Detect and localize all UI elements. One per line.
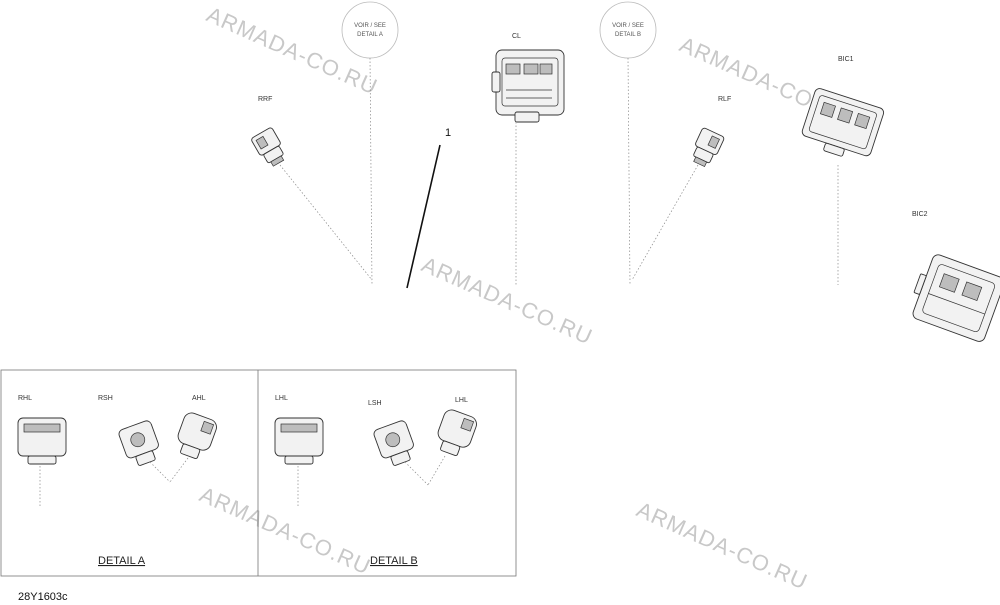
label-rrf: RRF	[258, 96, 272, 103]
watermark-top-left: ARMADA-CO.RU	[203, 2, 382, 100]
detail-a-label-ahl: AHL	[192, 395, 206, 402]
detail-b-connector-lhl	[274, 417, 324, 508]
see-detail-a-line1: VOIR / SEE	[354, 23, 386, 29]
see-detail-b-circle: VOIR / SEE DETAIL B	[599, 1, 657, 286]
detail-b-connector-lsh	[373, 420, 414, 466]
watermark-center: ARMADA-CO.RU	[418, 252, 597, 350]
connector-bic1: BIC1	[801, 56, 885, 285]
detail-a: RHL RSH AHL DETAIL A	[17, 395, 217, 567]
connector-rrf: RRF	[251, 96, 373, 281]
detail-a-label-rhl: RHL	[18, 395, 32, 402]
detail-b-label-lsh: LSH	[368, 400, 382, 407]
see-detail-b-line1: VOIR / SEE	[612, 23, 644, 29]
detail-b-label-lhl-2: LHL	[455, 397, 468, 404]
see-detail-a-line2: DETAIL A	[357, 32, 383, 38]
detail-b: LHL LSH LHL DETAIL B	[274, 395, 477, 567]
label-rlf: RLF	[718, 96, 731, 103]
connector-rlf: RLF	[631, 96, 731, 281]
see-detail-a-circle: VOIR / SEE DETAIL A	[341, 1, 399, 286]
callout-1-number: 1	[445, 127, 451, 139]
detail-a-title: DETAIL A	[98, 555, 146, 567]
detail-frames	[0, 369, 517, 577]
detail-a-label-rsh: RSH	[98, 395, 113, 402]
watermark-bottom-left: ARMADA-CO.RU	[196, 482, 375, 580]
label-bic2: BIC2	[912, 211, 928, 218]
detail-a-connector-rhl	[17, 417, 67, 508]
label-cl: CL	[512, 33, 521, 40]
detail-a-connector-ahl	[177, 412, 217, 459]
callout-1: 1	[406, 127, 451, 289]
detail-a-connector-rsh	[118, 420, 159, 466]
detail-b-connector-lhl-2	[437, 409, 477, 456]
label-bic1: BIC1	[838, 56, 854, 63]
figure-id: 28Y1603c	[18, 591, 68, 603]
watermark-bottom-right: ARMADA-CO.RU	[633, 497, 812, 595]
connector-bic2: BIC2	[912, 211, 1000, 342]
see-detail-b-line2: DETAIL B	[615, 32, 641, 38]
detail-b-label-lhl: LHL	[275, 395, 288, 402]
connector-cl: CL	[491, 33, 565, 285]
detail-b-title: DETAIL B	[370, 555, 418, 567]
